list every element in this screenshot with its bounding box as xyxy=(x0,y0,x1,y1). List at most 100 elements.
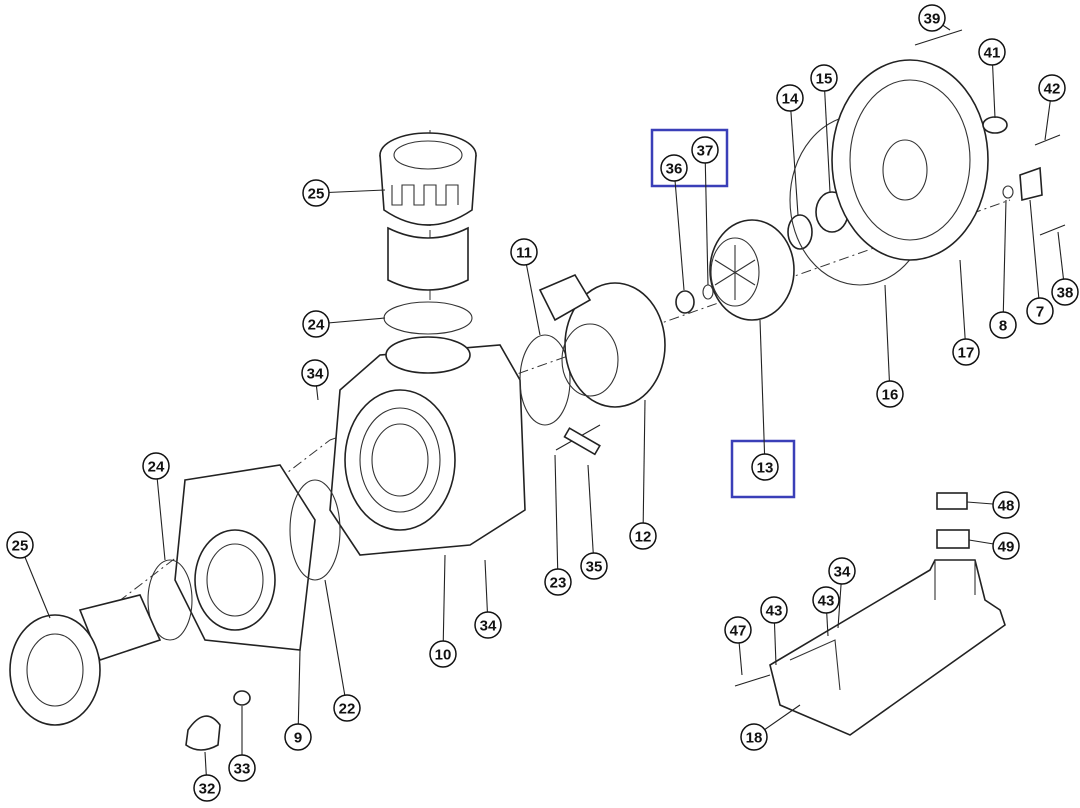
impeller xyxy=(709,219,795,321)
callout-label: 39 xyxy=(924,11,941,28)
leader-line xyxy=(789,97,799,216)
callout-circle xyxy=(510,238,538,266)
callout-circle xyxy=(992,491,1020,519)
callout-label: 9 xyxy=(294,730,302,747)
callout-18: 18 xyxy=(740,704,801,751)
callout-43: 43 xyxy=(760,596,788,666)
callout-label: 47 xyxy=(730,623,747,640)
callout-circle xyxy=(544,568,572,596)
callout-label: 49 xyxy=(998,539,1015,556)
drain-cap-32 xyxy=(185,715,221,751)
washer-41 xyxy=(982,116,1008,134)
callout-label: 7 xyxy=(1036,304,1044,321)
callout-circle xyxy=(1038,74,1066,102)
washer xyxy=(702,284,714,300)
diffuser xyxy=(538,273,666,408)
callout-circle xyxy=(992,532,1020,560)
callout-25: 25 xyxy=(302,179,386,207)
leader-line xyxy=(523,251,541,336)
pad-48 xyxy=(936,492,968,510)
callout-39: 39 xyxy=(918,4,951,32)
callout-circle xyxy=(760,596,788,624)
callout-label: 35 xyxy=(586,559,603,576)
callout-label: 34 xyxy=(834,564,851,581)
callout-circle xyxy=(1026,297,1054,325)
callout-circle xyxy=(952,338,980,366)
callout-label: 14 xyxy=(782,91,799,108)
screw-35 xyxy=(563,427,601,456)
leader-line xyxy=(155,465,166,561)
leader-line xyxy=(554,454,559,583)
callout-circle xyxy=(751,453,779,481)
callout-circle xyxy=(284,723,312,751)
callout-13: 13 xyxy=(751,319,779,481)
leader-line xyxy=(642,399,646,537)
callout-12: 12 xyxy=(629,399,657,550)
callout-41: 41 xyxy=(978,38,1006,119)
pump-housing xyxy=(329,336,526,556)
callout-48: 48 xyxy=(966,491,1020,519)
impeller-nut xyxy=(675,290,695,314)
callout-circle xyxy=(918,4,946,32)
callout-circle xyxy=(302,179,330,207)
callout-label: 48 xyxy=(998,498,1015,515)
callout-label: 24 xyxy=(148,459,165,476)
callout-label: 17 xyxy=(958,345,975,362)
callout-14: 14 xyxy=(776,84,804,216)
callout-16: 16 xyxy=(876,284,904,408)
callout-circle xyxy=(580,552,608,580)
callout-label: 43 xyxy=(818,593,835,610)
callout-label: 11 xyxy=(516,245,532,262)
mechanical-seal xyxy=(787,214,813,250)
nut-33 xyxy=(233,690,251,706)
callout-24: 24 xyxy=(302,310,386,338)
leader-line xyxy=(324,579,348,709)
callout-15: 15 xyxy=(810,64,838,193)
leader-line xyxy=(759,319,766,468)
callout-circle xyxy=(6,531,34,559)
callout-7: 7 xyxy=(1026,199,1054,325)
callout-circle xyxy=(978,38,1006,66)
leader-line xyxy=(297,649,301,738)
callout-11: 11 xyxy=(510,238,541,336)
callout-circle xyxy=(142,452,170,480)
pump-base xyxy=(769,559,1006,736)
callout-circle xyxy=(1051,278,1079,306)
callout-circle xyxy=(228,754,256,782)
callout-label: 25 xyxy=(308,186,325,203)
washer-8 xyxy=(1002,185,1014,199)
callout-circle xyxy=(302,310,330,338)
callout-8: 8 xyxy=(989,199,1017,339)
callout-circle xyxy=(629,522,657,550)
leader-line xyxy=(704,149,709,286)
callout-circle xyxy=(724,616,752,644)
callout-label: 42 xyxy=(1044,81,1061,98)
callout-circle xyxy=(810,64,838,92)
screws xyxy=(555,29,1066,687)
callout-34: 34 xyxy=(474,559,502,639)
callout-17: 17 xyxy=(952,259,980,366)
callout-label: 37 xyxy=(697,143,714,160)
callout-label: 10 xyxy=(435,647,452,664)
callout-label: 13 xyxy=(757,460,774,477)
callout-circle xyxy=(989,311,1017,339)
leader-line xyxy=(587,464,595,567)
callout-9: 9 xyxy=(284,649,312,751)
callout-label: 38 xyxy=(1057,285,1074,302)
callout-label: 33 xyxy=(234,761,251,778)
callout-33: 33 xyxy=(228,706,256,782)
callout-49: 49 xyxy=(968,532,1020,560)
seal-plate xyxy=(831,59,989,261)
callout-label: 12 xyxy=(635,529,652,546)
callout-label: 24 xyxy=(308,317,325,334)
highlight-box-36-37 xyxy=(650,128,729,188)
drain-plug xyxy=(1019,166,1043,202)
leader-line xyxy=(442,554,446,655)
highlight-box-13 xyxy=(730,439,796,499)
callout-circle xyxy=(333,694,361,722)
callout-label: 41 xyxy=(984,45,1001,62)
callout-circle xyxy=(740,723,768,751)
callout-43: 43 xyxy=(812,586,840,637)
